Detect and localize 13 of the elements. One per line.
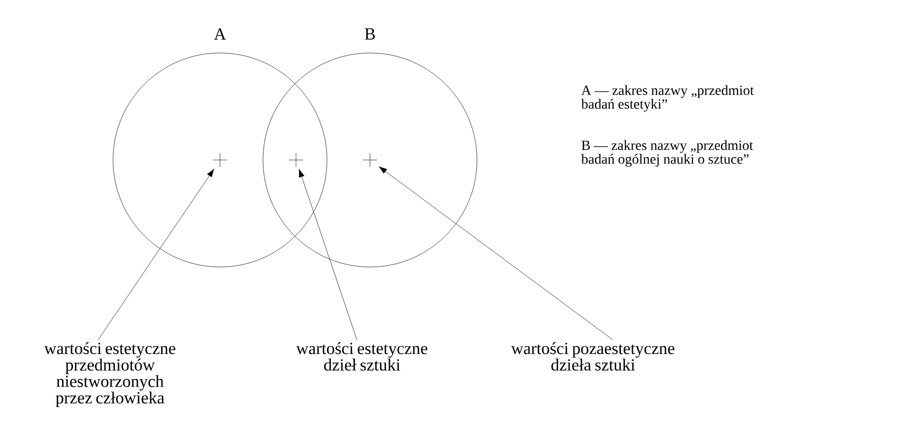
cross-mark	[212, 152, 228, 168]
leader-arrow	[298, 168, 358, 340]
leader-arrow	[98, 168, 214, 340]
cross-mark	[288, 152, 304, 168]
cross-mark	[362, 152, 378, 168]
caption-text: wartości pozaestetyczne dzieła sztuki	[511, 342, 674, 371]
caption-text: wartości estetyczne dzieł sztuki	[296, 342, 428, 371]
node-label: A	[214, 28, 226, 40]
legend-note: B — zakres nazwy „przedmiot badań ogólnej nauki o sztuce”	[581, 140, 754, 167]
leader-arrow	[378, 166, 614, 340]
caption-text: wartości estetyczne przedmiotów niestworzonych przez człowieka	[44, 342, 176, 407]
legend-note: A — zakres nazwy „przedmiot badań estetyki”	[581, 85, 754, 112]
node-label: B	[364, 28, 375, 40]
